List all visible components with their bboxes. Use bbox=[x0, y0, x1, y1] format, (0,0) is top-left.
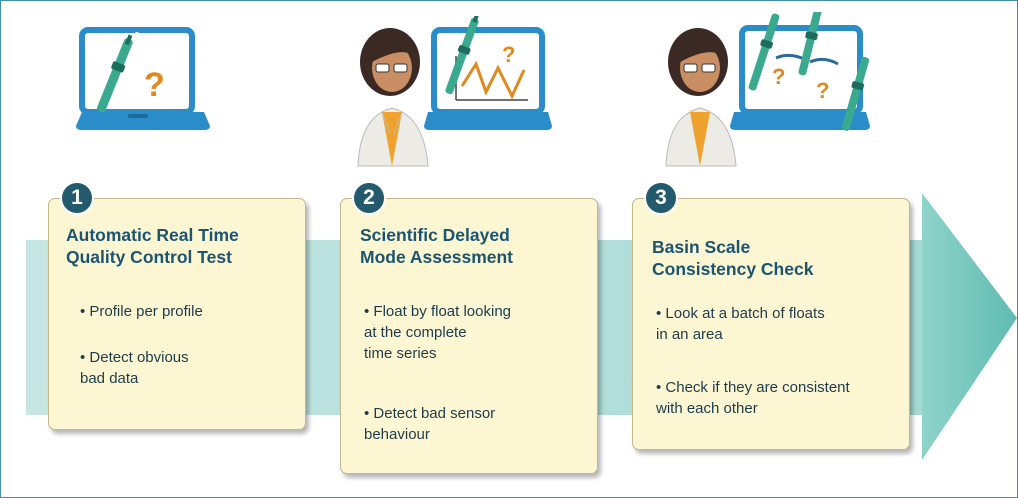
step-number-badge-2: 2 bbox=[352, 181, 386, 215]
laptop: ? ? bbox=[730, 12, 870, 131]
scientist bbox=[357, 28, 429, 167]
step-1-bullet-2: • Detect obvious bad data bbox=[80, 349, 189, 387]
arrow-head bbox=[922, 193, 1017, 460]
scientist-with-laptop-multiple-floats-icon: ? ? bbox=[665, 12, 870, 167]
scientist bbox=[665, 28, 737, 167]
svg-text:?: ? bbox=[816, 78, 829, 103]
step-3-bullet-2: • Check if they are consistent with each… bbox=[656, 379, 850, 417]
step-card-3 bbox=[632, 198, 910, 450]
laptop: ? bbox=[424, 16, 552, 130]
step-card-1 bbox=[48, 198, 306, 430]
svg-text:?: ? bbox=[502, 42, 515, 67]
step-1-bullet-1: • Profile per profile bbox=[80, 303, 203, 320]
step-2-bullet-2: • Detect bad sensor behaviour bbox=[364, 405, 496, 443]
scientist-with-laptop-zigzag-chart-icon: ? bbox=[357, 16, 552, 167]
step-card-2 bbox=[340, 198, 598, 474]
laptop-with-float-and-question-icon: ? bbox=[76, 27, 210, 130]
step-title-2: Scientific Delayed Mode Assessment bbox=[360, 225, 514, 267]
step-title-1: Automatic Real Time Quality Control Test bbox=[66, 225, 239, 267]
svg-text:?: ? bbox=[772, 64, 785, 89]
step-2-bullet-1: • Float by float looking at the complete… bbox=[364, 303, 511, 362]
step-number-badge-3: 3 bbox=[644, 181, 678, 215]
svg-text:?: ? bbox=[144, 66, 165, 104]
step-3-bullet-1: • Look at a batch of floats in an area bbox=[656, 305, 825, 343]
step-title-3: Basin Scale Consistency Check bbox=[652, 237, 814, 279]
step-number-badge-1: 1 bbox=[60, 181, 94, 215]
